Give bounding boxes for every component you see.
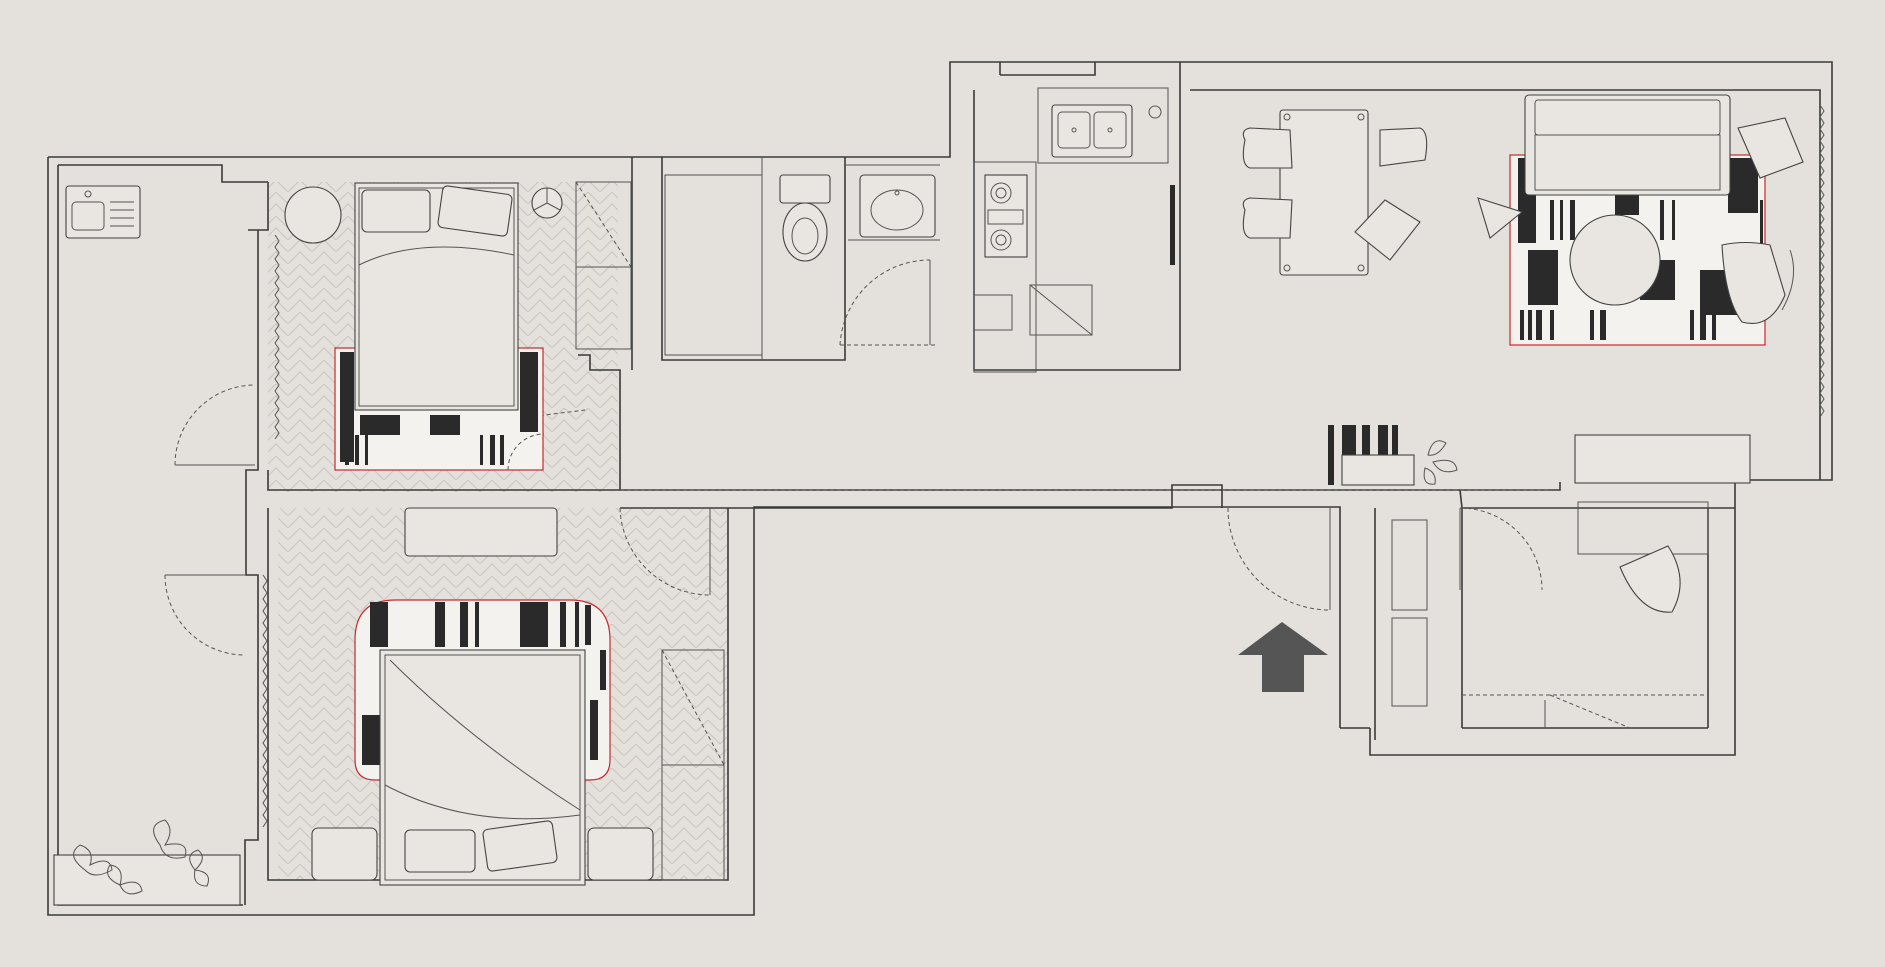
sofa-icon — [1524, 94, 1731, 196]
stove-icon — [984, 174, 1028, 258]
bedroom-2 — [311, 507, 725, 886]
curtains — [262, 104, 1825, 828]
armchair-icon — [1477, 117, 1804, 324]
entry — [1328, 425, 1709, 728]
plant-icon — [53, 819, 241, 906]
entry-arrow-icon — [1238, 622, 1328, 692]
kitchen — [973, 87, 1169, 373]
toilet-icon — [779, 174, 831, 262]
washbasin-icon — [859, 174, 936, 238]
living-area — [1477, 94, 1804, 484]
kitchen-sink-icon — [65, 185, 141, 239]
bedroom-1 — [284, 181, 632, 471]
doors — [164, 259, 1708, 729]
double-bed-icon — [354, 182, 519, 411]
dining-table-icon — [1242, 109, 1428, 276]
bathroom — [664, 157, 940, 360]
double-bed-icon — [379, 649, 586, 886]
kitchen-sink-icon — [1051, 104, 1133, 158]
